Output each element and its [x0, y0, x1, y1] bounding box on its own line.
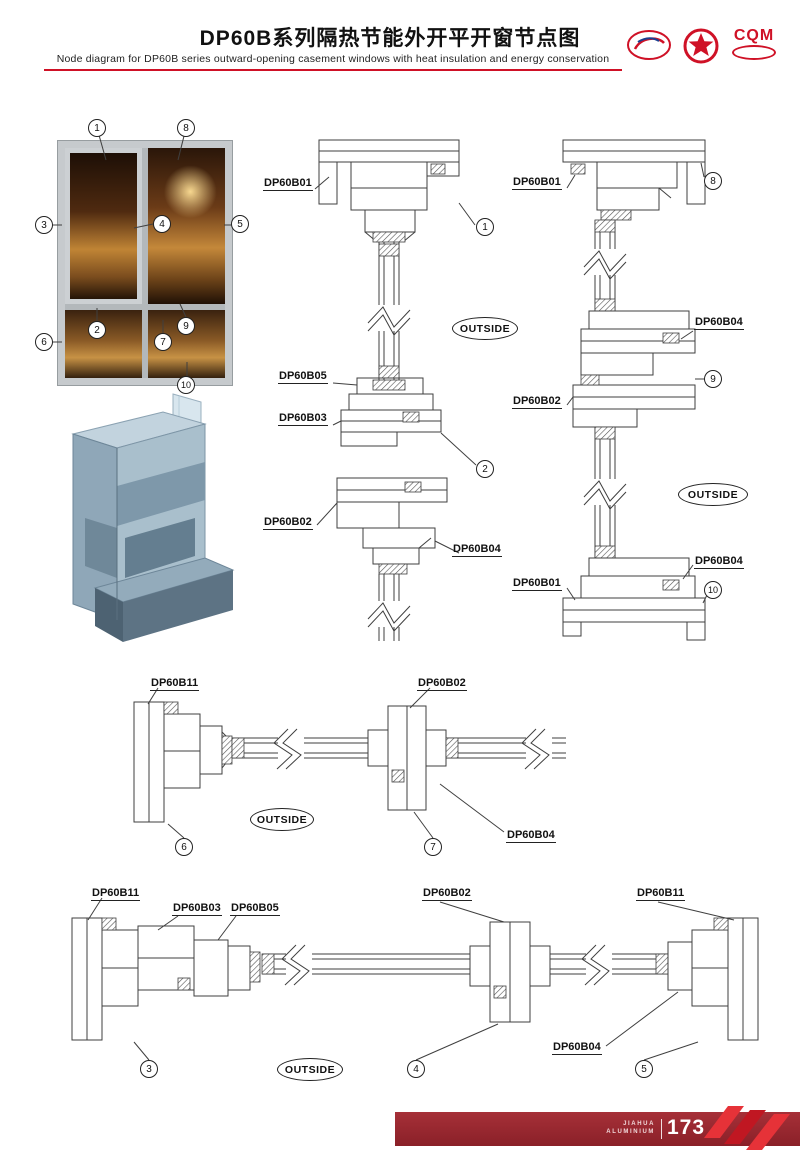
footer-emblem [704, 1106, 790, 1150]
outside-badge: OUTSIDE [277, 1058, 343, 1081]
part-label: DP60B04 [552, 1041, 602, 1055]
callout-badge: 1 [476, 218, 494, 236]
certification-logo-2 [683, 28, 719, 64]
vertical-section-right-drawing [562, 139, 708, 641]
part-label: DP60B03 [278, 412, 328, 426]
part-label: DP60B01 [263, 177, 313, 191]
page-subtitle: Node diagram for DP60B series outward-op… [56, 53, 610, 65]
certification-logos: CQM [626, 26, 782, 66]
part-label: DP60B04 [506, 829, 556, 843]
callout-badge: 7 [154, 333, 172, 351]
part-label: DP60B03 [172, 902, 222, 916]
cqm-ring [732, 45, 776, 60]
vertical-section-left-drawing [314, 139, 477, 641]
horizontal-section-bottom-drawing [71, 897, 759, 1061]
callout-badge: 10 [177, 376, 195, 394]
callout-badge: 8 [704, 172, 722, 190]
part-label: DP60B04 [694, 316, 744, 330]
brand-line2: ALUMINIUM [606, 1129, 655, 1135]
part-label: DP60B02 [263, 516, 313, 530]
photo-leader-lines [53, 127, 231, 376]
brand-text: JIAHUA ALUMINIUM [583, 1120, 655, 1136]
part-label: DP60B04 [452, 543, 502, 557]
cqm-text: CQM [733, 27, 775, 44]
callout-badge: 5 [231, 215, 249, 233]
outside-badge: OUTSIDE [452, 317, 518, 340]
callout-badge: 3 [140, 1060, 158, 1078]
page-number: 173 [667, 1116, 706, 1139]
callout-badge: 9 [704, 370, 722, 388]
callout-badge: 4 [153, 215, 171, 233]
callout-badge: 1 [88, 119, 106, 137]
part-label: DP60B01 [512, 176, 562, 190]
profile-3d-render [71, 393, 235, 642]
callout-badge: 5 [635, 1060, 653, 1078]
part-label: DP60B11 [91, 887, 141, 901]
part-label: DP60B04 [694, 555, 744, 569]
part-label: DP60B05 [230, 902, 280, 916]
part-label: DP60B01 [512, 577, 562, 591]
brand-line1: JIAHUA [623, 1121, 655, 1127]
outside-badge: OUTSIDE [678, 483, 748, 506]
part-label: DP60B02 [422, 887, 472, 901]
callout-badge: 9 [177, 317, 195, 335]
callout-badge: 2 [476, 460, 494, 478]
part-label: DP60B02 [512, 395, 562, 409]
callout-badge: 6 [175, 838, 193, 856]
part-label: DP60B11 [636, 887, 686, 901]
callout-badge: 10 [704, 581, 722, 599]
brand-divider [661, 1119, 662, 1139]
cqm-logo: CQM [728, 28, 780, 60]
callout-badge: 8 [177, 119, 195, 137]
part-label: DP60B11 [150, 677, 200, 691]
callout-badge: 2 [88, 321, 106, 339]
open-sash-pane [65, 148, 142, 305]
page-title: DP60B系列隔热节能外开平开窗节点图 [199, 27, 581, 50]
part-label: DP60B02 [417, 677, 467, 691]
callout-badge: 3 [35, 216, 53, 234]
callout-badge: 6 [35, 333, 53, 351]
callout-badge: 4 [407, 1060, 425, 1078]
part-label: DP60B05 [278, 370, 328, 384]
callout-badge: 7 [424, 838, 442, 856]
horizontal-section-mid-drawing [133, 687, 566, 839]
bottom-left-pane [65, 310, 142, 378]
certification-logo-1 [627, 30, 671, 60]
outside-badge: OUTSIDE [250, 808, 314, 831]
header-rule [44, 69, 622, 71]
